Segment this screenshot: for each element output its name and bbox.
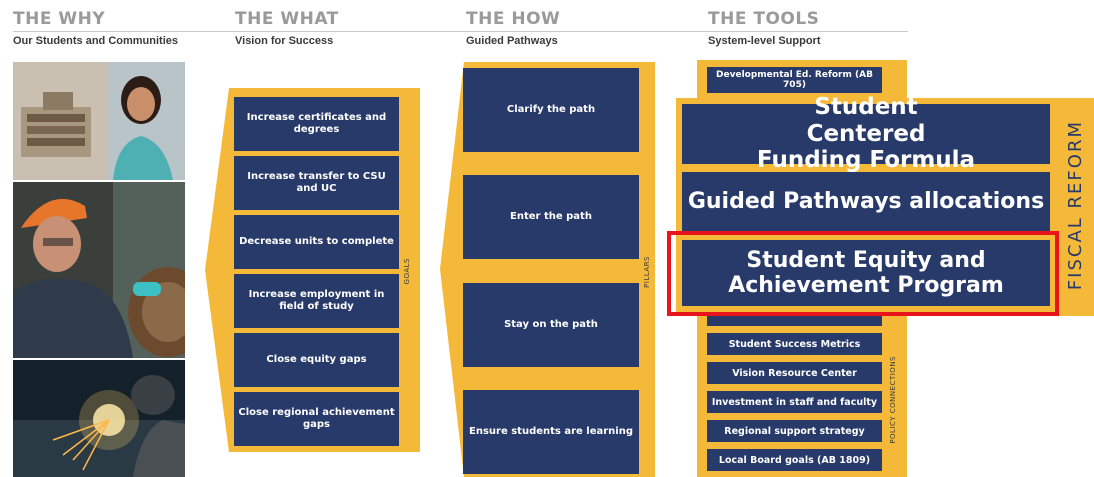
fiscal-reform-label: FISCAL REFORM <box>1064 119 1086 291</box>
tool-item: Local Board goals (AB 1809) <box>707 449 882 471</box>
goal-box: Increase transfer to CSU and UC <box>234 156 399 210</box>
pillar-box: Ensure students are learning <box>463 390 639 474</box>
what-subtitle: Vision for Success <box>235 35 334 47</box>
goal-box: Increase certificates and degrees <box>234 97 399 151</box>
tools-subtitle: System-level Support <box>708 35 821 47</box>
welder-photo <box>13 360 185 477</box>
how-title: THE HOW <box>466 9 561 29</box>
policy-connections-label: POLICY CONNECTIONS <box>889 356 897 444</box>
how-subtitle: Guided Pathways <box>466 35 558 47</box>
goal-box: Close regional achievement gaps <box>234 392 399 446</box>
fiscal-item-equity-program: Student Equity and Achievement Program <box>682 240 1050 306</box>
tools-title: THE TOOLS <box>708 9 820 29</box>
tool-item: Student Success Metrics <box>707 333 882 355</box>
tool-item: Investment in staff and faculty <box>707 391 882 413</box>
goals-label: GOALS <box>403 258 411 285</box>
fiscal-item-guided-pathways: Guided Pathways allocations <box>682 172 1050 232</box>
why-title: THE WHY <box>13 9 106 29</box>
student-with-model-photo <box>13 62 185 180</box>
goal-box: Close equity gaps <box>234 333 399 387</box>
machinist-worker-photo <box>13 182 185 358</box>
fiscal-reform-label-wrap: FISCAL REFORM <box>1060 120 1090 290</box>
goal-box: Increase employment in field of study <box>234 274 399 328</box>
pillars-chevron-panel <box>440 62 655 477</box>
goal-box: Decrease units to complete <box>234 215 399 269</box>
pillar-box: Stay on the path <box>463 283 639 367</box>
fiscal-item-funding-formula: Student Centered Funding Formula <box>682 94 1050 173</box>
tool-item-developmental-ed: Developmental Ed. Reform (AB 705) <box>707 67 882 93</box>
header-divider <box>13 31 908 32</box>
pillar-box: Clarify the path <box>463 68 639 152</box>
highlight-box <box>667 231 1059 316</box>
tool-item: Vision Resource Center <box>707 362 882 384</box>
what-title: THE WHAT <box>235 9 339 29</box>
why-subtitle: Our Students and Communities <box>13 35 179 47</box>
pillars-label: PILLARS <box>643 256 651 288</box>
pillar-box: Enter the path <box>463 175 639 259</box>
tool-item: Regional support strategy <box>707 420 882 442</box>
